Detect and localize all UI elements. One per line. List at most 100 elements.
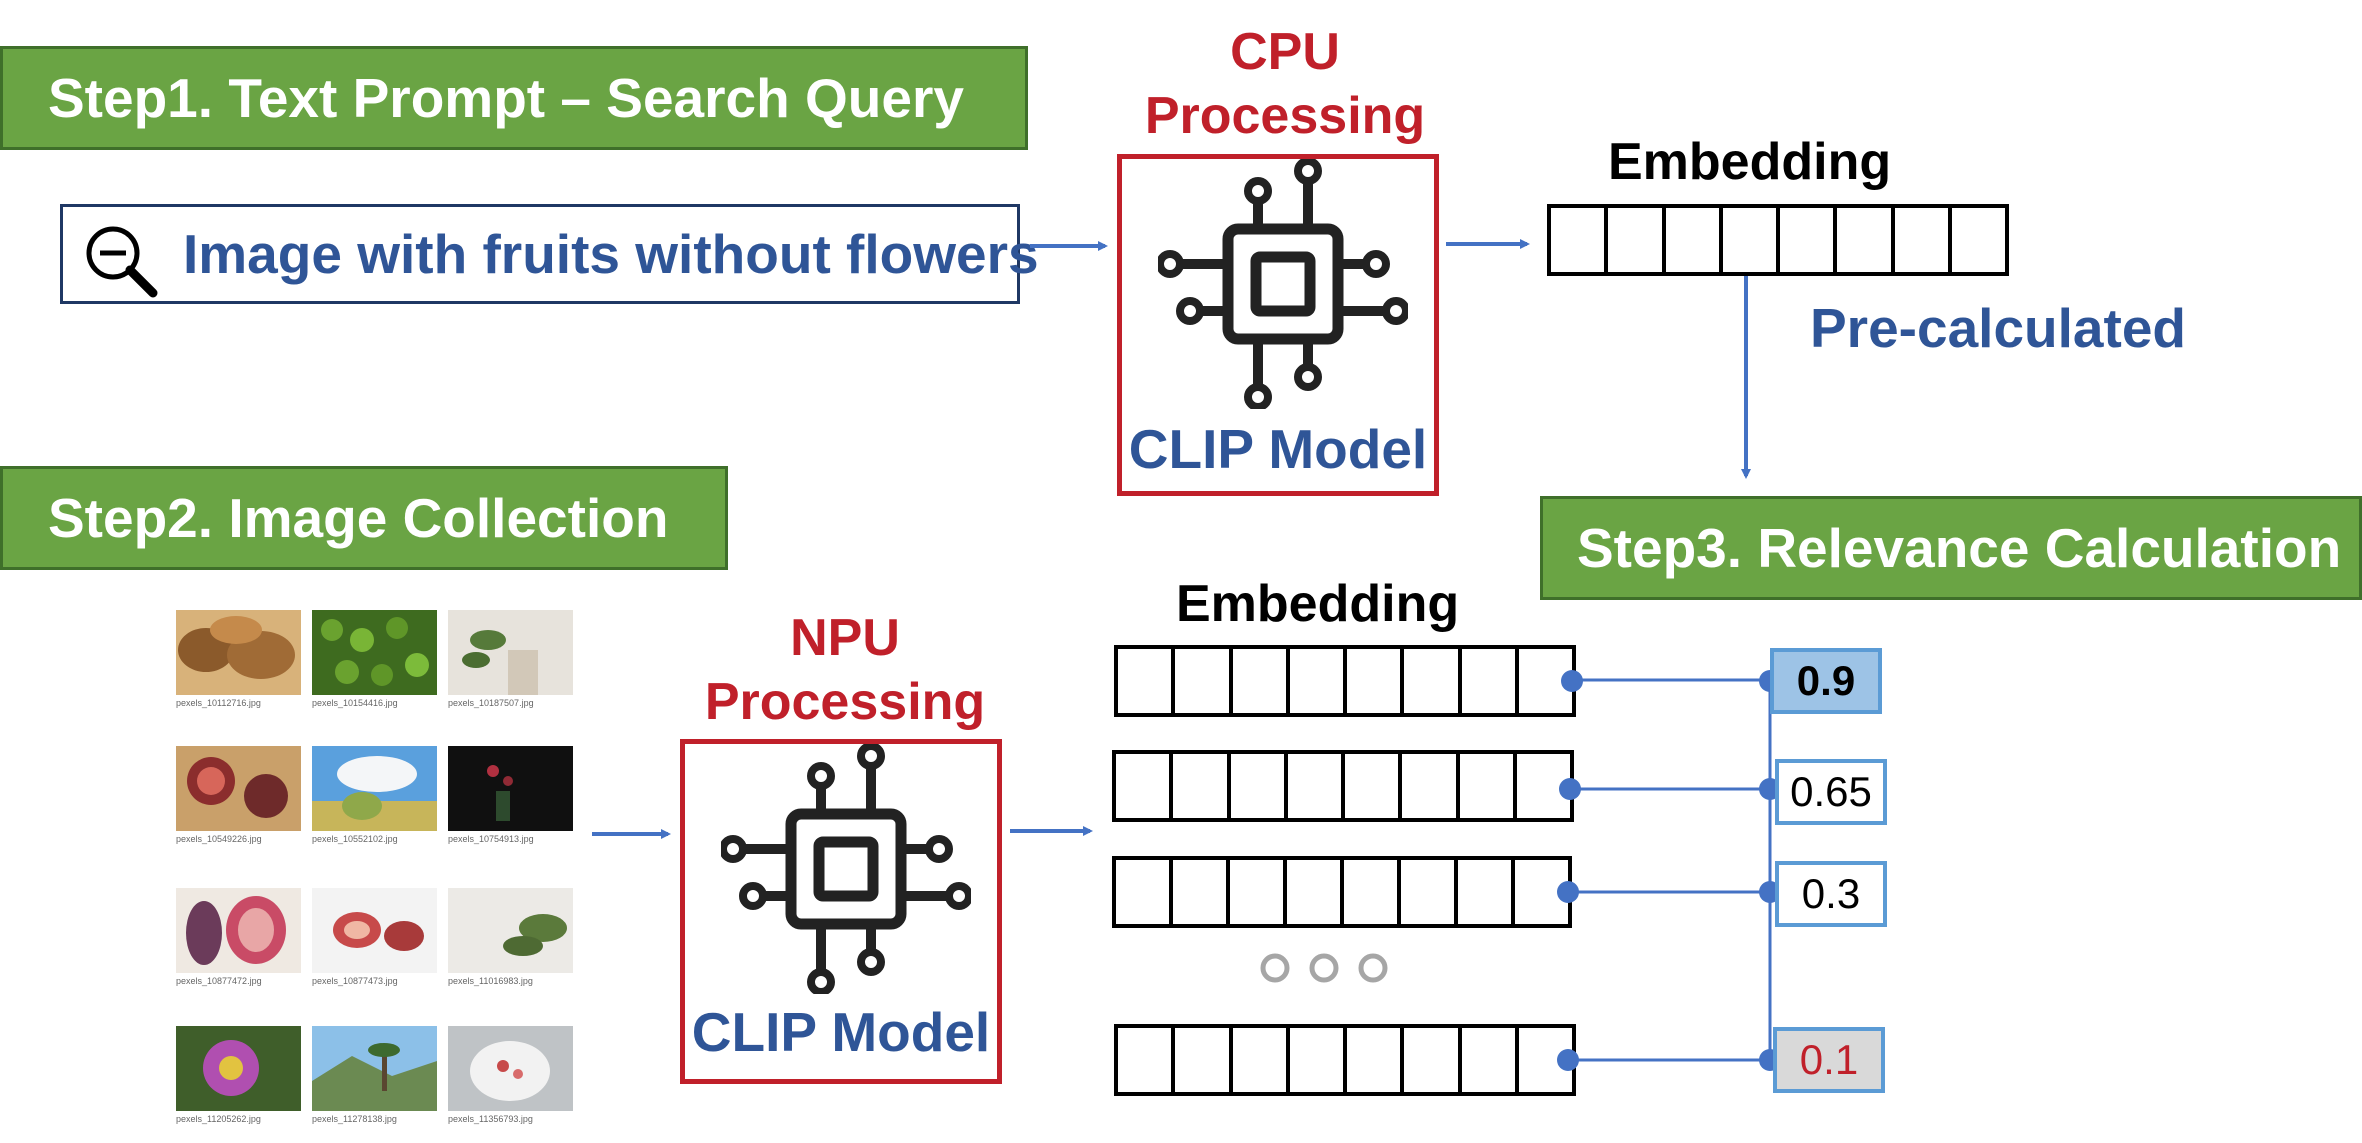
embedding-cell (1344, 860, 1401, 924)
search-query-text: Image with fruits without flowers (183, 223, 1039, 285)
npu-title-line2: Processing (704, 673, 986, 731)
embedding-cell (1402, 754, 1460, 818)
embedding-cell (1233, 1028, 1290, 1092)
gallery-thumbnail-peas (312, 610, 437, 695)
thumbnail-caption: pexels_11356793.jpg (448, 1114, 533, 1124)
gallery-thumbnail-cactus (312, 746, 437, 831)
score-value: 0.65 (1790, 768, 1872, 815)
step3-header: Step3. Relevance Calculation (1540, 496, 2362, 600)
chip-icon (1158, 159, 1408, 409)
npu-model-label: CLIP Model (691, 1001, 991, 1063)
chip-icon (721, 744, 971, 994)
step2-label: Step2. Image Collection (48, 487, 669, 549)
score-value: 0.3 (1801, 870, 1861, 917)
gallery-thumbnail-sliced-figs (312, 888, 437, 973)
embedding-cell (1288, 754, 1345, 818)
npu-clip-model-box: CLIP Model (680, 739, 1002, 1084)
relevance-score-low: 0.1 (1773, 1027, 1885, 1093)
embedding-cell (1404, 649, 1462, 713)
embedding-cell (1462, 649, 1519, 713)
image-embedding-title: Embedding (1176, 575, 1460, 633)
gallery-thumbnail-bowl (448, 1026, 573, 1111)
precalculated-label: Pre-calculated (1810, 297, 2187, 359)
embedding-cell (1173, 754, 1231, 818)
embedding-cell (1290, 1028, 1347, 1092)
image-embedding-row (1112, 750, 1574, 822)
flow-arrows (592, 239, 1751, 839)
embedding-cell (1837, 208, 1895, 272)
embedding-cell (1118, 649, 1176, 713)
cpu-title-line1: CPU (1230, 23, 1340, 81)
thumbnail-caption: pexels_10877472.jpg (176, 976, 262, 986)
embedding-cell (1666, 208, 1723, 272)
embedding-cell (1118, 1028, 1176, 1092)
embedding-cell (1462, 1028, 1519, 1092)
embedding-cell (1780, 208, 1838, 272)
relevance-connectors (1568, 678, 1772, 1062)
embedding-cell (1345, 754, 1403, 818)
embedding-cell (1175, 1028, 1233, 1092)
embedding-cell (1230, 860, 1287, 924)
image-embedding-row (1112, 856, 1572, 928)
image-gallery: pexels_10112716.jpg pexels_10154416.jpg … (168, 598, 576, 1143)
embedding-cell (1116, 860, 1173, 924)
zoom-out-magnifier-icon (86, 226, 158, 298)
embedding-cell (1233, 649, 1290, 713)
embedding-cell (1116, 754, 1174, 818)
embedding-cell (1404, 1028, 1462, 1092)
embedding-cell (1347, 649, 1405, 713)
thumbnail-caption: pexels_10552102.jpg (312, 834, 398, 844)
embedding-cell (1231, 754, 1288, 818)
connector-dots (1557, 670, 1781, 1071)
gallery-thumbnail-purple-flower (176, 1026, 301, 1111)
embedding-cell (1723, 208, 1780, 272)
step2-header: Step2. Image Collection (0, 466, 728, 570)
score-value: 0.1 (1799, 1036, 1859, 1083)
cpu-clip-model-box: CLIP Model (1117, 154, 1439, 496)
step1-header: Step1. Text Prompt – Search Query (0, 46, 1028, 150)
npu-processing-title: NPU Processing (665, 606, 1025, 734)
text-embedding-title: Embedding (1608, 133, 1892, 191)
relevance-score: 0.65 (1775, 759, 1887, 825)
embedding-cell (1175, 649, 1233, 713)
relevance-score: 0.3 (1775, 861, 1887, 927)
step1-label: Step1. Text Prompt – Search Query (48, 67, 964, 129)
step3-label: Step3. Relevance Calculation (1577, 517, 2342, 579)
gallery-thumbnail-dark-flowers (448, 746, 573, 831)
embedding-cell (1290, 649, 1347, 713)
embedding-cell (1287, 860, 1344, 924)
embedding-cell (1458, 860, 1515, 924)
thumbnail-caption: pexels_10877473.jpg (312, 976, 398, 986)
npu-title-line1: NPU (790, 609, 900, 667)
embedding-cell (1551, 208, 1609, 272)
embedding-cell (1347, 1028, 1405, 1092)
cpu-title-line2: Processing (1144, 87, 1426, 145)
gallery-thumbnail-figs (176, 746, 301, 831)
thumbnail-caption: pexels_10154416.jpg (312, 698, 398, 708)
thumbnail-caption: pexels_11016983.jpg (448, 976, 533, 986)
ellipsis-icon (1260, 953, 1388, 983)
thumbnail-caption: pexels_10187507.jpg (448, 698, 534, 708)
thumbnail-caption: pexels_11278138.jpg (312, 1114, 397, 1124)
embedding-cell (1460, 754, 1517, 818)
gallery-thumbnail-plant (448, 610, 573, 695)
gallery-thumbnail-leaves (448, 888, 573, 973)
cpu-processing-title: CPU Processing (1105, 20, 1465, 148)
thumbnail-caption: pexels_11205262.jpg (176, 1114, 261, 1124)
thumbnail-caption: pexels_10112716.jpg (176, 698, 261, 708)
embedding-cell (1173, 860, 1230, 924)
gallery-thumbnail-bread (176, 610, 301, 695)
score-value: 0.9 (1796, 657, 1856, 704)
embedding-cell (1401, 860, 1458, 924)
search-query-box[interactable]: Image with fruits without flowers (60, 204, 1039, 304)
thumbnail-caption: pexels_10754913.jpg (448, 834, 534, 844)
thumbnail-caption: pexels_10549226.jpg (176, 834, 262, 844)
embedding-cell (1895, 208, 1952, 272)
gallery-thumbnail-fig-half (176, 888, 301, 973)
image-embedding-row (1114, 1024, 1576, 1096)
text-embedding-vector (1547, 204, 2009, 276)
cpu-model-label: CLIP Model (1128, 418, 1428, 480)
gallery-thumbnail-palms (312, 1026, 437, 1111)
relevance-score-top: 0.9 (1770, 648, 1882, 714)
